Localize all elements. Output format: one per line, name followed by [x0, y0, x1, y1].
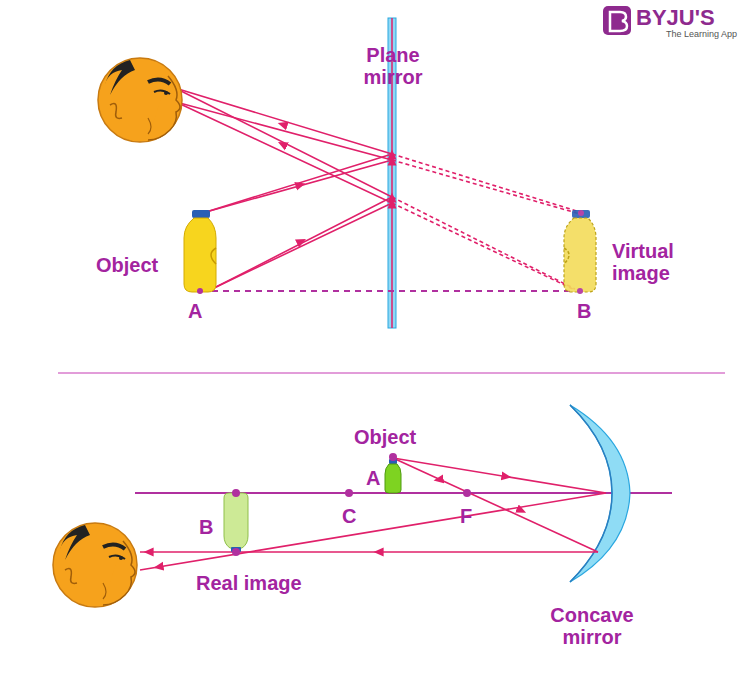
object-label: Object	[354, 426, 444, 448]
point-label: A	[188, 300, 208, 322]
object-label: Object	[96, 254, 186, 276]
image-label: Real image	[196, 572, 336, 594]
point-label: B	[199, 516, 219, 538]
brand-tagline: The Learning App	[666, 29, 746, 40]
point-label: C	[342, 505, 362, 527]
mirror-label: Concave mirror	[534, 604, 650, 648]
brand-name: BYJU'S	[636, 6, 746, 30]
point-label: F	[460, 505, 480, 527]
image-label: Virtual image	[612, 240, 712, 284]
point-label: A	[366, 467, 386, 489]
point-label: B	[577, 300, 597, 322]
mirror-label: Plane mirror	[350, 44, 436, 88]
